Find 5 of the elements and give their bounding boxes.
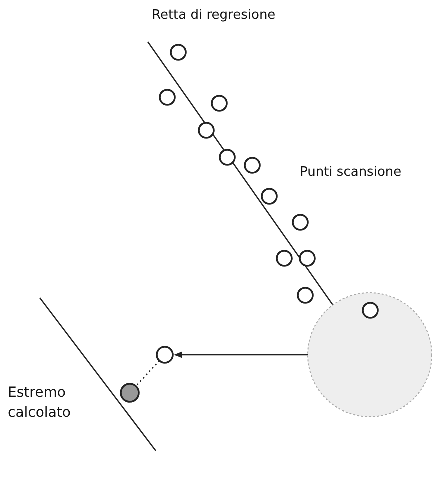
point-label: Estremo calcolato [8, 384, 72, 423]
callout-label: Punti scansione [300, 165, 402, 182]
dotted-line [136, 360, 160, 386]
callout-label: Retta di regresione [152, 8, 276, 25]
arrow [174, 352, 308, 358]
